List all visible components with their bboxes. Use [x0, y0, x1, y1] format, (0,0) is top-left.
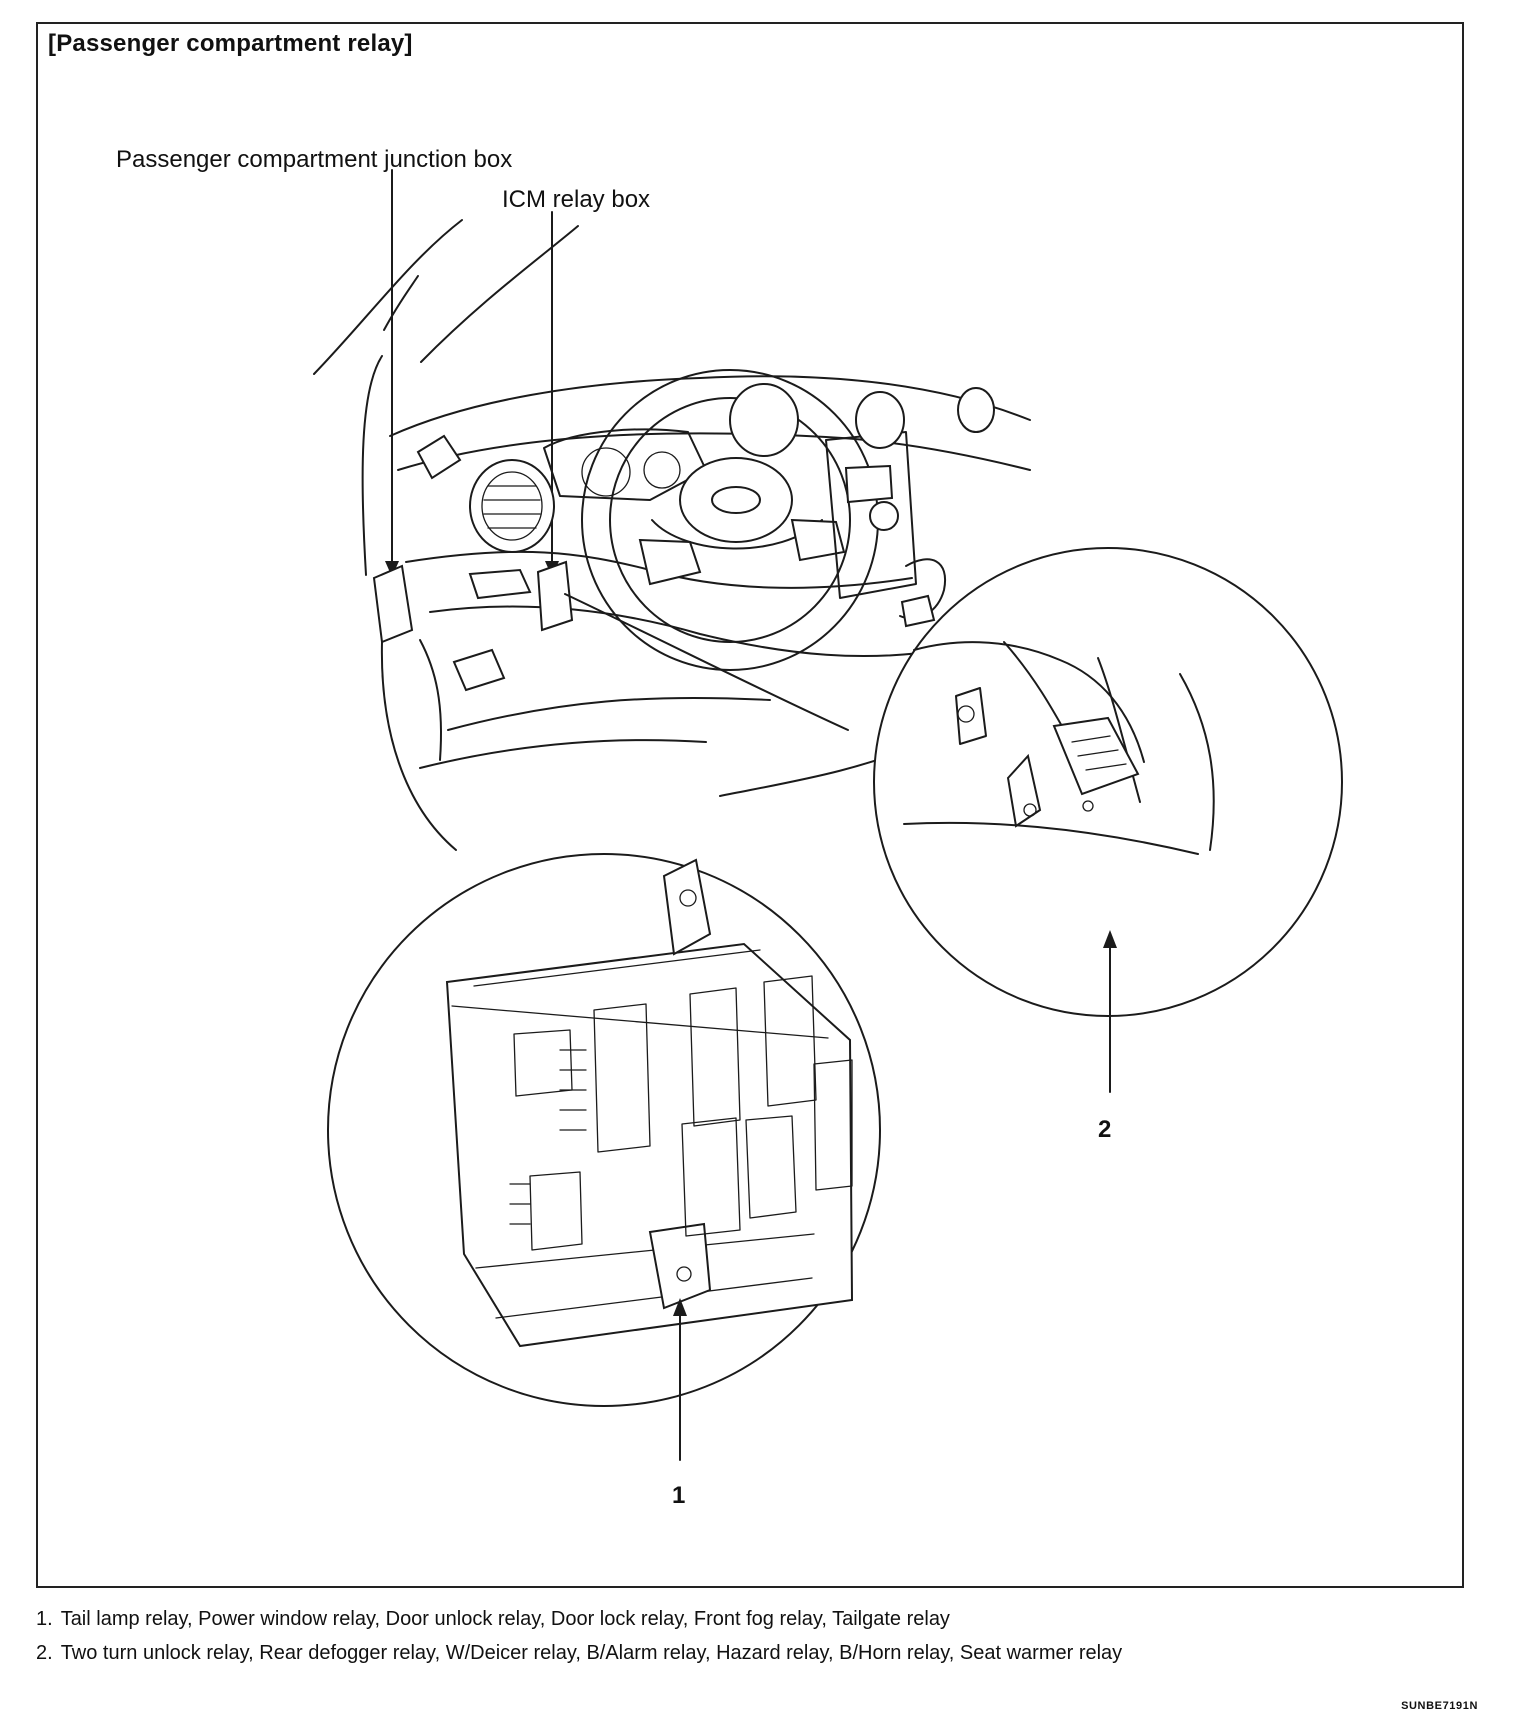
instrument-cluster-icon [543, 428, 707, 501]
bolt-icon [1023, 803, 1037, 817]
dashboard-top-line [389, 375, 1031, 437]
icm-relay-box-label: ICM relay box [502, 186, 651, 213]
a-pillar-line [361, 355, 383, 576]
icm-relay-box-zoom-icon [1052, 716, 1140, 796]
relay-socket-icon [689, 987, 741, 1127]
legend-item-2: 2. Two turn unlock relay, Rear defogger … [36, 1636, 1464, 1670]
bolt-icon [1082, 800, 1094, 812]
lower-trim-left [419, 639, 443, 761]
callout-1-label: 1 [672, 1482, 686, 1509]
steering-wheel-inner-rim [609, 397, 851, 643]
speedometer-icon [581, 447, 631, 497]
relay-socket-icon [529, 1171, 583, 1251]
windshield-center-line [420, 225, 579, 363]
callout-2-arrow [1103, 930, 1117, 948]
gear-panel-icon [900, 594, 936, 628]
right-steering-switch-icon [790, 518, 846, 562]
icm-mount-bracket-icon [1006, 753, 1042, 828]
junction-box-connector-line [380, 641, 457, 851]
legend-item-1: 1. Tail lamp relay, Power window relay, … [36, 1602, 1464, 1636]
passenger-junction-box-icon [372, 564, 414, 644]
a-pillar-top [383, 275, 419, 331]
junction-box-mount-top-icon [662, 858, 712, 956]
windshield-left-line [313, 219, 463, 375]
left-air-vent-icon [469, 459, 555, 553]
left-air-vent-inner [481, 471, 543, 541]
left-air-vent-slats [483, 485, 541, 529]
knee-panel-line [447, 696, 771, 731]
legend: 1. Tail lamp relay, Power window relay, … [36, 1602, 1464, 1670]
right-air-vent-icon [957, 387, 995, 433]
icm-connector-line [564, 593, 849, 731]
junction-box-leader-arrow [385, 561, 399, 577]
center-knob-icon [869, 501, 899, 531]
icm-cable-line [1097, 657, 1141, 803]
icm-lower-surface-line [903, 821, 1199, 855]
radio-panel-icon [844, 464, 894, 504]
diagram-frame [36, 22, 1464, 1588]
figure-code: SUNBE7191N [1401, 1700, 1478, 1712]
callout-2-label: 2 [1098, 1116, 1112, 1143]
dashboard-bottom-line [429, 605, 943, 658]
relay-socket-icon [813, 1059, 853, 1191]
legend-text-2: Two turn unlock relay, Rear defogger rel… [60, 1642, 1123, 1664]
icm-relay-box-details [1071, 735, 1127, 771]
page-title: [Passenger compartment relay] [48, 30, 413, 57]
legend-text-1: Tail lamp relay, Power window relay, Doo… [60, 1608, 950, 1630]
steering-logo-icon [711, 486, 761, 514]
center-right-vent-icon [855, 391, 905, 449]
junction-box-mount-hole-bottom [676, 1266, 692, 1282]
icm-right-trim-line [1179, 673, 1215, 851]
left-side-vent-icon [416, 434, 462, 480]
center-left-vent-icon [729, 383, 799, 457]
relay-terminal-lines [509, 1183, 531, 1225]
icm-bracket-hole [957, 705, 975, 723]
tachometer-icon [643, 451, 681, 489]
icm-side-bracket-icon [955, 687, 987, 745]
junction-box-outlines [451, 949, 829, 1319]
relay-socket-icon [745, 1115, 797, 1219]
icm-relay-box-icon [536, 560, 574, 632]
storage-pocket-icon [452, 648, 506, 692]
callout-1-arrow [673, 1298, 687, 1316]
legend-number-2: 2. [36, 1642, 53, 1664]
relay-terminal-lines [559, 1049, 587, 1131]
relay-socket-icon [593, 1003, 651, 1153]
legend-number-1: 1. [36, 1608, 53, 1630]
relay-socket-icon [763, 975, 817, 1107]
relay-socket-icon [681, 1117, 741, 1237]
lower-switch-panel-icon [468, 568, 532, 600]
junction-box-mount-hole-top [679, 889, 697, 907]
icm-wire-harness-line [913, 641, 1145, 763]
junction-box-label: Passenger compartment junction box [116, 146, 513, 173]
left-steering-switch-icon [638, 538, 702, 586]
lower-dash-line [419, 739, 707, 769]
